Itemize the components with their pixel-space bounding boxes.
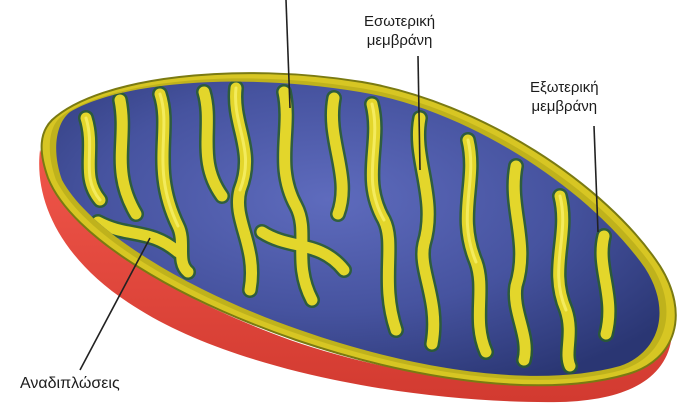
- label-folds: Αναδιπλώσεις: [20, 374, 120, 393]
- label-inner-membrane-line2: μεμβράνη: [364, 31, 435, 50]
- label-outer-membrane: Εξωτερική μεμβράνη: [530, 78, 599, 116]
- label-outer-membrane-line1: Εξωτερική: [530, 78, 599, 97]
- label-outer-membrane-line2: μεμβράνη: [530, 97, 599, 116]
- label-inner-membrane: Εσωτερική μεμβράνη: [364, 12, 435, 50]
- label-inner-membrane-line1: Εσωτερική: [364, 12, 435, 31]
